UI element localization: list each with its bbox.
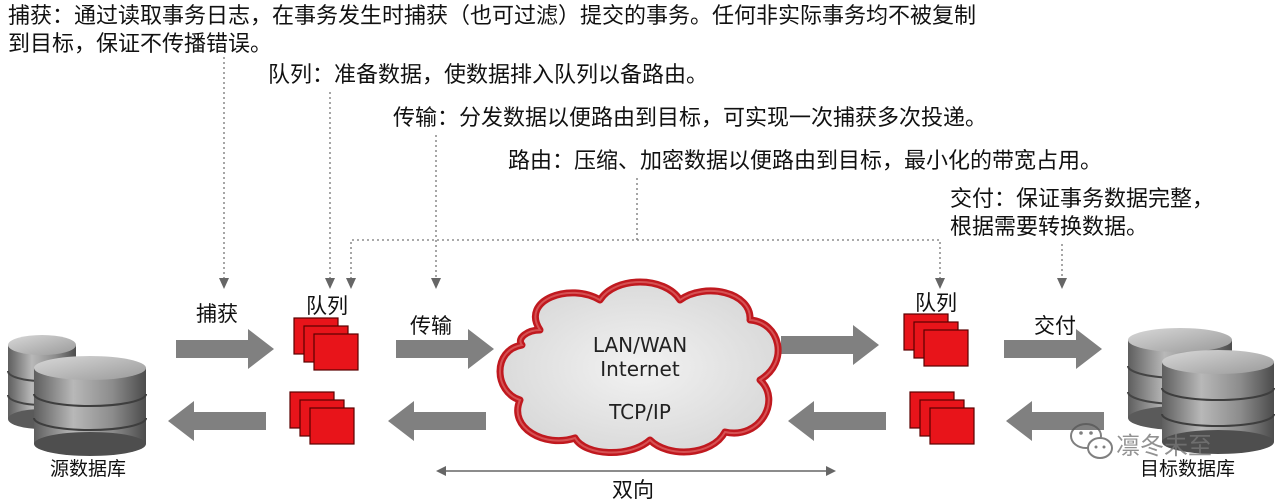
cloud-internet: Internet: [600, 357, 680, 381]
target-database-icon: [1127, 328, 1275, 454]
transport-label: 传输: [410, 314, 452, 338]
watermark-text: 凛冬未至: [1116, 432, 1212, 460]
source-database-label: 源数据库: [50, 458, 127, 480]
bidirectional-arrow: [436, 466, 836, 476]
capture-annotation-2: 到目标，保证不传播错误。: [8, 31, 272, 59]
queue-annotation: 队列：准备数据，使数据排入队列以备路由。: [268, 63, 709, 88]
capture-annotation: 捕获：通过读取事务日志，在事务发生时捕获（也可过滤）提交的事务。任何非实际事务均…: [8, 3, 976, 31]
delivery-reverse-arrow: [1006, 401, 1104, 441]
source-database-icon: [7, 335, 147, 456]
route-forward-arrow: [781, 325, 879, 365]
capture-forward-arrow: [176, 329, 274, 369]
leader-arrowheads: [219, 278, 1067, 289]
queue-right-bottom-icon: [909, 391, 975, 445]
routing-leader-right: [637, 239, 941, 284]
delivery-forward-arrow: [1004, 329, 1102, 369]
delivery-annotation-line2: 根据需要转换数据。: [950, 215, 1149, 240]
network-cloud-icon: [496, 278, 782, 456]
forward-arrows: [176, 325, 1102, 369]
delivery-label: 交付: [1034, 314, 1076, 338]
routing-annotation: 路由：压缩、加密数据以便路由到目标，最小化的带宽占用。: [508, 149, 1103, 174]
reverse-arrows: [168, 401, 1104, 441]
queue-left-bottom-icon: [289, 391, 355, 445]
wechat-logo-icon: [1070, 423, 1113, 459]
transport-annotation: 传输：分发数据以便路由到目标，可实现一次捕获多次投递。: [393, 106, 988, 131]
delivery-annotation-line1: 交付：保证事务数据完整，: [950, 187, 1215, 212]
target-database-label: 目标数据库: [1140, 458, 1236, 480]
transport-forward-arrow: [396, 329, 494, 369]
queue-left-top-icon: [293, 317, 359, 371]
cloud-tcp-ip: TCP/IP: [609, 400, 671, 424]
capture-annotation-line1: 捕获：通过读取事务日志，在事务发生时捕获（也可过滤）提交的事务。任何非实际事务均…: [8, 4, 977, 29]
bidirectional-label: 双向: [612, 478, 654, 502]
transport-reverse-arrow: [388, 401, 486, 441]
queue-left-label: 队列: [306, 294, 348, 318]
capture-label: 捕获: [196, 302, 238, 326]
capture-reverse-arrow: [168, 401, 266, 441]
annotation-leader-lines: [223, 57, 1063, 284]
routing-leader-left: [350, 178, 638, 284]
cloud-lan-wan: LAN/WAN: [592, 333, 688, 357]
queue-right-label: 队列: [915, 291, 957, 315]
route-reverse-arrow: [788, 401, 886, 441]
capture-annotation-line2: 到目标，保证不传播错误。: [8, 32, 273, 57]
queue-right-top-icon: [903, 313, 969, 367]
